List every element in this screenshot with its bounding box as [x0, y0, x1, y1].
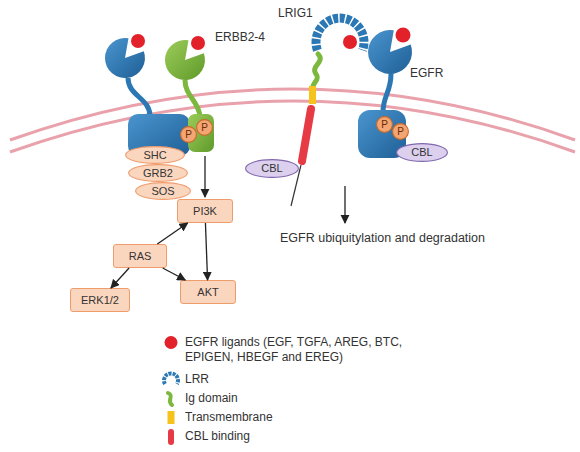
ligand-dot: [131, 34, 145, 48]
node-outline-shape: [129, 165, 188, 182]
membrane-line: [10, 89, 575, 140]
signal-arrow: [205, 223, 207, 280]
protein-label: LRIG1: [278, 6, 313, 20]
phospho-site: P: [392, 123, 409, 140]
ligand-dot: [343, 35, 357, 49]
lrr-legend-icon: [164, 373, 178, 384]
legend-text: Ig domain: [185, 391, 238, 406]
ligase-protein: CBL: [245, 159, 299, 178]
phospho-site: P: [196, 119, 213, 136]
legend-swatch: [168, 429, 174, 445]
protein-label: ERBB2-4: [215, 30, 265, 44]
node-outline-shape: [126, 147, 185, 164]
outcome-arrow: [344, 186, 345, 223]
legend-text: EGFR ligands (EGF, TGFA, AREG, BTC, EPIG…: [185, 335, 425, 365]
signal-box: PI3K: [177, 199, 233, 223]
node-text: SOS: [151, 186, 174, 197]
node-text: P: [397, 127, 404, 137]
node-text: RAS: [129, 251, 152, 262]
phospho-site: P: [376, 116, 393, 133]
legend-text: CBL binding: [185, 429, 250, 444]
lrr-horseshoe: [316, 18, 364, 50]
legend-swatch: [168, 411, 175, 424]
legend-text: Transmembrane: [185, 410, 273, 425]
legend-swatch: [165, 336, 178, 349]
receptor-stalk: [383, 74, 391, 112]
node-text: SHC: [143, 150, 166, 161]
legend-sample: [168, 429, 174, 445]
legend-sample: [168, 411, 175, 424]
signal-box: AKT: [180, 280, 236, 304]
node-text: GRB2: [143, 168, 173, 179]
node-text: P: [185, 130, 192, 140]
legend-text: LRR: [185, 372, 209, 387]
node-text: P: [201, 123, 208, 133]
phospho-site: P: [180, 126, 197, 143]
node-outline-shape: [136, 183, 191, 200]
ligand-dot: [396, 28, 411, 43]
node-outline-shape: [181, 127, 197, 143]
node-outline-shape: [397, 144, 448, 162]
ig-legend-icon: [168, 393, 172, 405]
node-text: AKT: [197, 287, 218, 298]
membrane-line: [10, 101, 575, 152]
node-text: PI3K: [193, 206, 217, 217]
transmembrane-segment: [309, 86, 316, 104]
adaptor-protein: SHC: [125, 146, 185, 164]
outcome-text: EGFR ubiquitylation and degradation: [280, 231, 485, 246]
cbl-binding-bar: [302, 109, 311, 161]
node-outline-shape: [197, 120, 213, 136]
node-outline-shape: [246, 160, 299, 178]
adaptor-protein: SOS: [135, 182, 191, 200]
ig-domain: [313, 54, 320, 86]
adaptor-protein: GRB2: [128, 164, 188, 182]
node-outline-shape: [393, 124, 409, 140]
receptor-stalk: [128, 78, 150, 116]
node-outline-shape: [377, 117, 393, 133]
signal-arrow: [204, 156, 205, 197]
legend-sample: [165, 336, 178, 349]
node-text: CBL: [411, 147, 432, 158]
signal-arrow: [163, 268, 186, 280]
node-text: CBL: [261, 163, 282, 174]
ligase-protein: CBL: [396, 143, 448, 162]
signal-box: RAS: [113, 244, 167, 268]
signal-arrow: [111, 268, 129, 288]
receptor-stalk: [185, 80, 200, 116]
signal-box: ERK1/2: [70, 288, 130, 312]
signal-arrow: [157, 223, 187, 244]
node-text: P: [381, 120, 388, 130]
node-text: ERK1/2: [81, 295, 119, 306]
protein-label: EGFR: [410, 66, 443, 80]
ligand-dot: [191, 36, 205, 50]
